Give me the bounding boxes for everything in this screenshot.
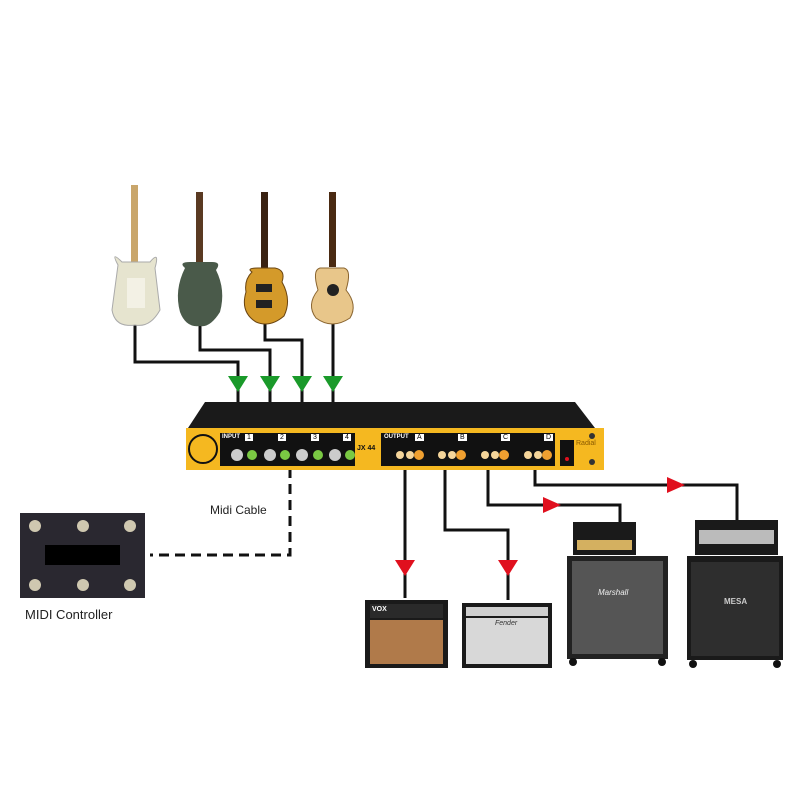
midi-controller <box>20 513 145 598</box>
rack-output-d: D <box>544 434 554 441</box>
fender-amp <box>462 603 552 668</box>
rack-output-c: C <box>501 434 511 441</box>
rack-output-label: OUTPUT <box>384 434 409 440</box>
mesa-logo: MESA <box>724 597 748 606</box>
rack-unit <box>186 402 604 470</box>
input-cables <box>133 322 335 402</box>
input-arrows <box>228 376 343 392</box>
rack-input-2: 2 <box>278 434 286 441</box>
marshall-logo: Marshall <box>598 588 629 597</box>
guitar-les-paul <box>243 192 288 325</box>
vox-amp <box>365 600 448 668</box>
rack-output-a: A <box>415 434 424 441</box>
mesa-stack <box>687 520 783 668</box>
rack-input-3: 3 <box>311 434 319 441</box>
vox-logo: VOX <box>372 606 387 613</box>
guitar-strat <box>111 185 161 326</box>
rack-input-label: INPUT <box>222 434 240 440</box>
guitar-prs <box>177 192 223 327</box>
midi-cable-label: Midi Cable <box>210 503 267 517</box>
marshall-stack <box>567 522 668 666</box>
midi-controller-label: MIDI Controller <box>25 607 113 622</box>
rack-output-b: B <box>458 434 467 441</box>
midi-cable-line <box>150 468 292 557</box>
rack-model: JX 44 <box>357 445 376 452</box>
guitar-acoustic <box>311 192 354 325</box>
rack-input-4: 4 <box>343 434 351 441</box>
output-arrows <box>395 477 685 576</box>
rack-brand: Radial <box>576 440 596 447</box>
rack-input-1: 1 <box>245 434 253 441</box>
fender-logo: Fender <box>495 620 518 627</box>
